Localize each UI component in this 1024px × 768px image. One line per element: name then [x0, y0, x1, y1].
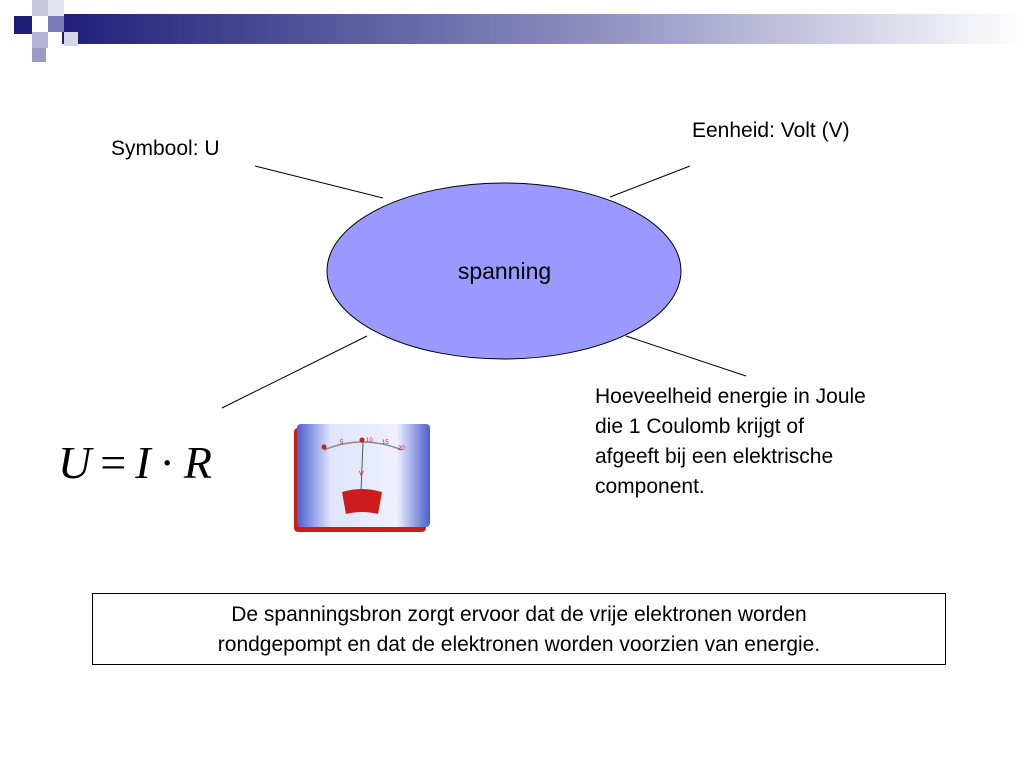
banner-square-light — [32, 32, 48, 48]
formula-equals: = — [100, 437, 128, 488]
meter-red-base — [342, 489, 382, 514]
definition-line: die 1 Coulomb krijgt of — [595, 415, 804, 438]
meter-tick-label: 5 — [340, 440, 344, 446]
meter-tick — [359, 437, 365, 443]
symbol-label: Symbool: U — [111, 137, 220, 160]
banner-square-dark — [14, 16, 32, 34]
note-line: De spanningsbron zorgt ervoor dat de vri… — [231, 603, 807, 626]
note-box: De spanningsbron zorgt ervoor dat de vri… — [92, 593, 946, 665]
concept-ellipse — [326, 182, 682, 360]
meter-face — [297, 424, 430, 527]
banner-square-mid — [48, 16, 64, 32]
header-banner — [14, 0, 1024, 62]
definition-line: Hoeveelheid energie in Joule — [595, 385, 866, 408]
note-line: rondgepompt en dat de elektronen worden … — [217, 633, 821, 656]
definition-text: Hoeveelheid energie in Joule die 1 Coulo… — [595, 382, 955, 502]
formula-dot: · — [159, 437, 176, 488]
meter-tick-label: 20 — [398, 446, 405, 452]
banner-square-light — [32, 0, 48, 16]
meter-unit: V — [359, 471, 364, 478]
formula-voltage: U — [58, 437, 93, 488]
definition-line: afgeeft bij een elektrische — [595, 445, 834, 468]
voltmeter-icon: 5 10 15 20 V — [294, 424, 430, 532]
definition-line: component. — [595, 475, 705, 498]
formula-current: I — [135, 437, 152, 488]
unit-label: Eenheid: Volt (V) — [692, 119, 850, 142]
connector-line-definition — [625, 335, 747, 377]
meter-tick — [321, 444, 327, 450]
connector-line-formula — [221, 335, 368, 409]
concept-label: spanning — [457, 257, 552, 284]
banner-square-small — [64, 32, 78, 46]
meter-tick-label: 10 — [366, 438, 373, 444]
banner-gradient-bar — [62, 14, 1024, 44]
connector-line-unit — [609, 165, 691, 198]
ohm-formula: U=I·R — [58, 436, 213, 489]
banner-square-pale — [48, 0, 64, 16]
meter-tick-label: 15 — [382, 440, 389, 446]
connector-line-symbol — [254, 165, 384, 199]
banner-square-small — [32, 48, 46, 62]
formula-resistance: R — [183, 437, 213, 488]
meter-needle — [360, 441, 364, 493]
